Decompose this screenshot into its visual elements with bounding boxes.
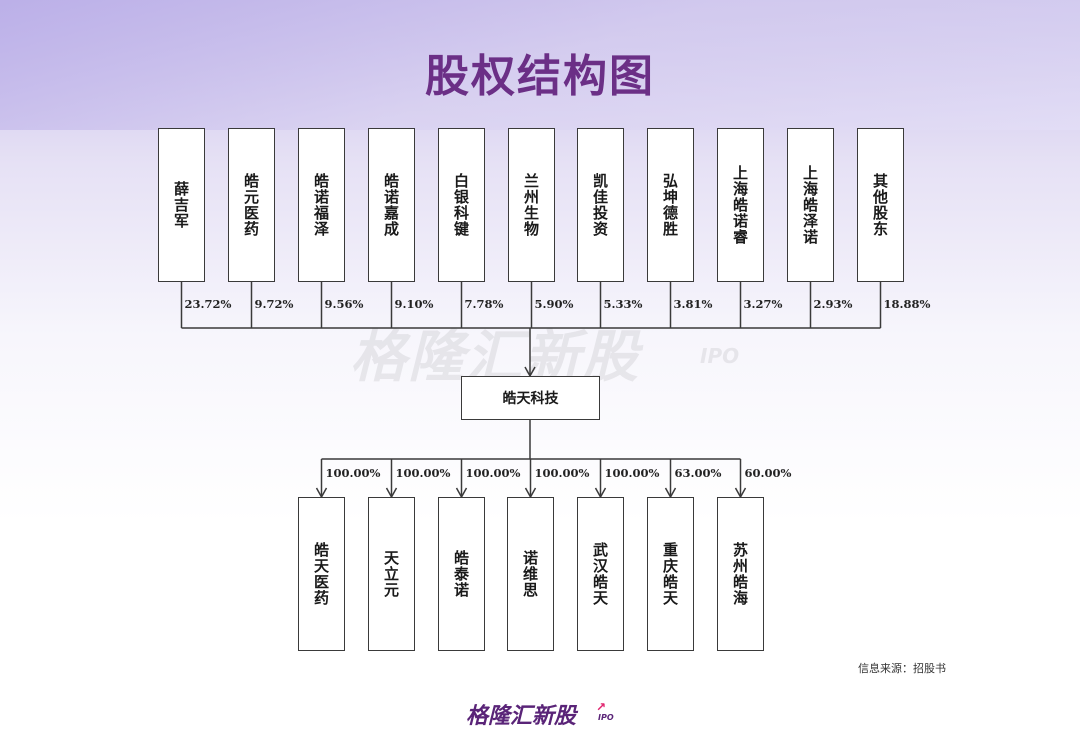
shareholder-box: 上海皓诺睿 <box>717 128 764 282</box>
shareholding-percent: 5.33% <box>603 297 643 311</box>
shareholder-name: 皓诺嘉成 <box>382 173 400 237</box>
subsidiary-box: 皓泰诺 <box>438 497 485 651</box>
shareholding-percent: 23.72% <box>184 297 232 311</box>
shareholder-name: 皓元医药 <box>242 173 260 237</box>
holding-percent: 100.00% <box>604 466 660 480</box>
holding-percent: 100.00% <box>465 466 521 480</box>
header-background <box>0 0 1080 130</box>
shareholder-box: 皓元医药 <box>228 128 275 282</box>
subsidiary-box: 苏州皓海 <box>717 497 764 651</box>
holding-percent: 63.00% <box>674 466 722 480</box>
shareholder-name: 白银科键 <box>452 173 470 237</box>
source-note: 信息来源：招股书 <box>858 662 946 675</box>
shareholding-percent: 18.88% <box>883 297 931 311</box>
holding-percent: 100.00% <box>534 466 590 480</box>
shareholder-box: 白银科键 <box>438 128 485 282</box>
shareholding-percent: 2.93% <box>813 297 853 311</box>
shareholder-name: 兰州生物 <box>522 173 540 237</box>
shareholder-name: 薛吉军 <box>172 181 190 229</box>
watermark-suffix: IPO <box>700 344 740 368</box>
shareholder-name: 其他股东 <box>871 173 889 237</box>
holding-percent: 100.00% <box>395 466 451 480</box>
shareholder-name: 上海皓泽诺 <box>801 165 819 245</box>
company-box: 皓天科技 <box>461 376 600 420</box>
shareholder-box: 皓诺嘉成 <box>368 128 415 282</box>
subsidiary-name: 重庆皓天 <box>661 542 679 606</box>
subsidiary-name: 皓天医药 <box>312 542 330 606</box>
shareholding-percent: 7.78% <box>464 297 504 311</box>
shareholder-box: 薛吉军 <box>158 128 205 282</box>
subsidiary-box: 皓天医药 <box>298 497 345 651</box>
subsidiary-box: 诺维思 <box>507 497 554 651</box>
shareholder-box: 凯佳投资 <box>577 128 624 282</box>
shareholder-box: 其他股东 <box>857 128 904 282</box>
shareholder-box: 皓诺福泽 <box>298 128 345 282</box>
shareholding-percent: 9.56% <box>324 297 364 311</box>
logo-arrow-icon: ↗ <box>596 700 607 714</box>
company-name: 皓天科技 <box>502 391 559 407</box>
page-title: 股权结构图 <box>425 51 655 102</box>
subsidiary-name: 天立元 <box>382 550 400 598</box>
subsidiary-name: 苏州皓海 <box>731 542 749 606</box>
subsidiary-name: 武汉皓天 <box>591 542 609 606</box>
subsidiary-box: 天立元 <box>368 497 415 651</box>
holding-percent: 100.00% <box>325 466 381 480</box>
shareholding-percent: 3.27% <box>743 297 783 311</box>
holding-percent: 60.00% <box>744 466 792 480</box>
shareholder-name: 上海皓诺睿 <box>731 165 749 245</box>
shareholder-name: 弘坤德胜 <box>661 173 679 237</box>
subsidiary-name: 诺维思 <box>521 550 539 598</box>
shareholding-percent: 9.72% <box>254 297 294 311</box>
shareholding-percent: 3.81% <box>673 297 713 311</box>
shareholding-percent: 5.90% <box>534 297 574 311</box>
subsidiary-box: 重庆皓天 <box>647 497 694 651</box>
subsidiary-box: 武汉皓天 <box>577 497 624 651</box>
brand-logo-suffix: IPO <box>598 713 614 722</box>
shareholder-box: 弘坤德胜 <box>647 128 694 282</box>
shareholding-percent: 9.10% <box>394 297 434 311</box>
shareholder-name: 皓诺福泽 <box>312 173 330 237</box>
shareholder-name: 凯佳投资 <box>591 173 609 237</box>
subsidiary-name: 皓泰诺 <box>452 550 470 598</box>
shareholder-box: 兰州生物 <box>508 128 555 282</box>
shareholder-box: 上海皓泽诺 <box>787 128 834 282</box>
brand-logo: 格隆汇新股 <box>466 704 577 729</box>
